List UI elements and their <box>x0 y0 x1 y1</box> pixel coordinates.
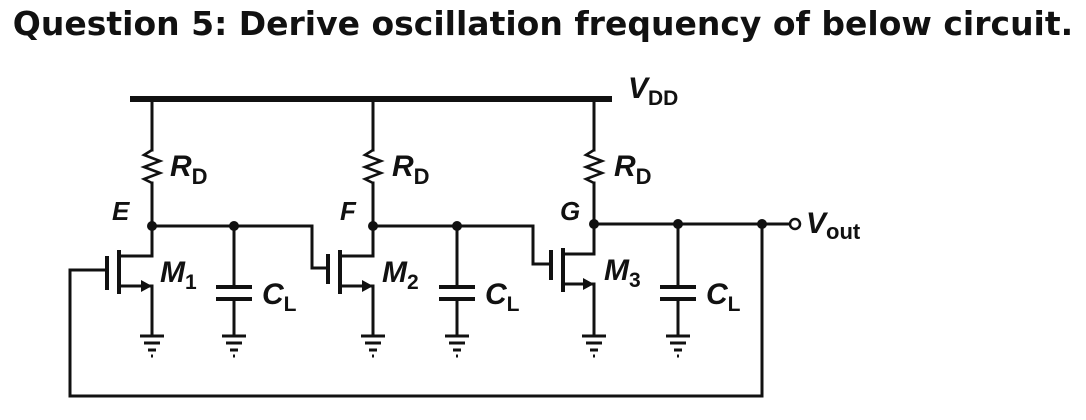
stage-1: RD E M1 CL <box>105 97 314 358</box>
resistor-rd-2 <box>361 148 385 185</box>
stage-2: RD F M2 CL <box>310 97 535 358</box>
m3-label: M3 <box>604 254 641 292</box>
rd-label-2: RD <box>392 150 430 189</box>
m2-label: M2 <box>382 256 419 294</box>
rd-label-3: RD <box>614 150 652 189</box>
resistor-rd-1 <box>140 148 164 185</box>
rd-label-1: RD <box>170 150 208 189</box>
cl-label-3: CL <box>706 278 741 316</box>
vdd-label: VDD <box>628 72 678 110</box>
stage-3: RD G Vout M3 CL <box>531 97 861 358</box>
ground-icon <box>582 334 606 358</box>
ground-icon <box>445 334 469 358</box>
ground-icon <box>361 334 385 358</box>
question-title: Question 5: Derive oscillation frequency… <box>12 4 1074 43</box>
ground-icon <box>140 334 164 358</box>
node-e-label: E <box>112 196 130 226</box>
vout-terminal <box>788 217 802 231</box>
vout-label: Vout <box>806 207 861 244</box>
feedback-wire <box>68 222 764 398</box>
resistor-rd-3 <box>582 148 606 185</box>
node-f-label: F <box>340 196 357 226</box>
node-g-label: G <box>560 196 580 226</box>
ground-icon <box>666 334 690 358</box>
ground-icon <box>222 334 246 358</box>
cl-label-2: CL <box>485 278 520 316</box>
cl-label-1: CL <box>262 278 297 316</box>
m1-label: M1 <box>160 256 197 294</box>
